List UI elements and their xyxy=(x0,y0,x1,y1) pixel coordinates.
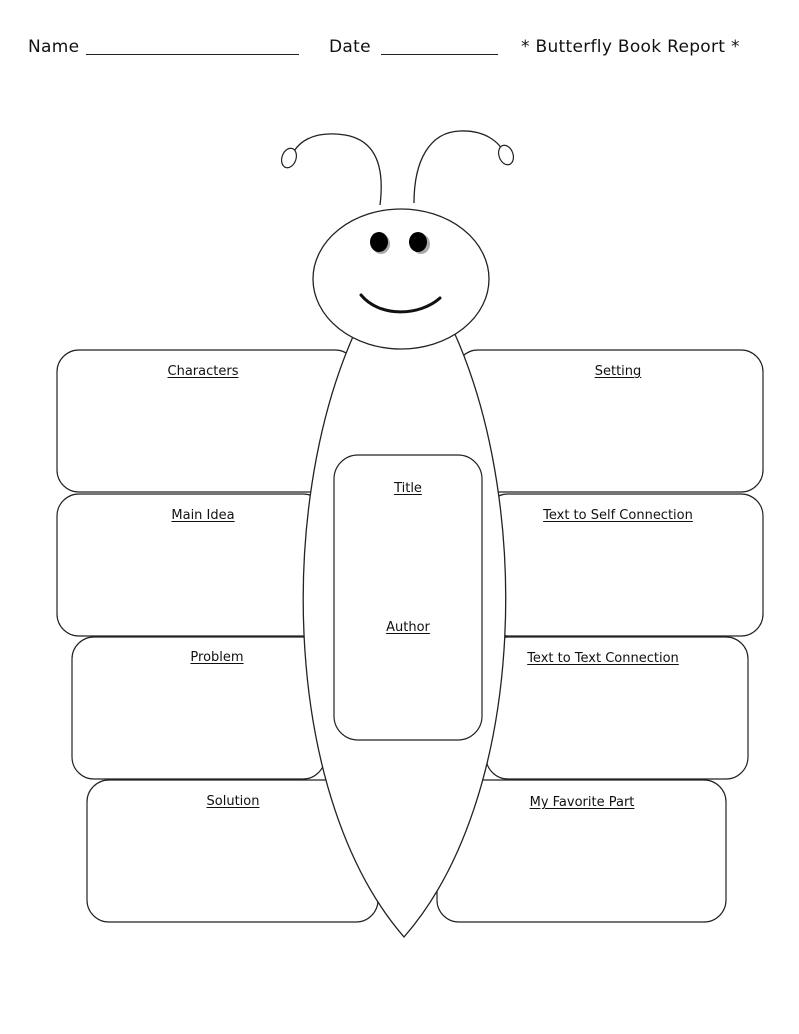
left-eye xyxy=(370,232,388,252)
title-author-panel[interactable] xyxy=(333,454,483,741)
date-line[interactable] xyxy=(381,54,498,55)
right-eye xyxy=(409,232,427,252)
text-to-text-label: Text to Text Connection xyxy=(527,651,679,666)
main-idea-label: Main Idea xyxy=(171,508,235,523)
name-line[interactable] xyxy=(86,54,299,55)
text-to-self-label: Text to Self Connection xyxy=(543,508,693,523)
right-antenna xyxy=(413,130,506,204)
title-label: Title xyxy=(394,481,422,496)
characters-label: Characters xyxy=(167,364,239,379)
solution-label: Solution xyxy=(206,794,260,809)
right-antenna-tip xyxy=(497,144,515,166)
left-antenna xyxy=(290,133,382,206)
date-label: Date xyxy=(329,37,371,57)
favorite-part-label: My Favorite Part xyxy=(529,795,635,810)
setting-label: Setting xyxy=(594,364,642,379)
problem-label: Problem xyxy=(190,650,244,665)
worksheet-header: Name Date * Butterfly Book Report * xyxy=(0,34,799,64)
name-label: Name xyxy=(28,37,80,57)
left-antenna-tip xyxy=(280,147,298,169)
author-label: Author xyxy=(386,620,430,635)
butterfly-head xyxy=(312,208,490,350)
smile xyxy=(359,293,442,314)
report-title: * Butterfly Book Report * xyxy=(521,37,740,57)
